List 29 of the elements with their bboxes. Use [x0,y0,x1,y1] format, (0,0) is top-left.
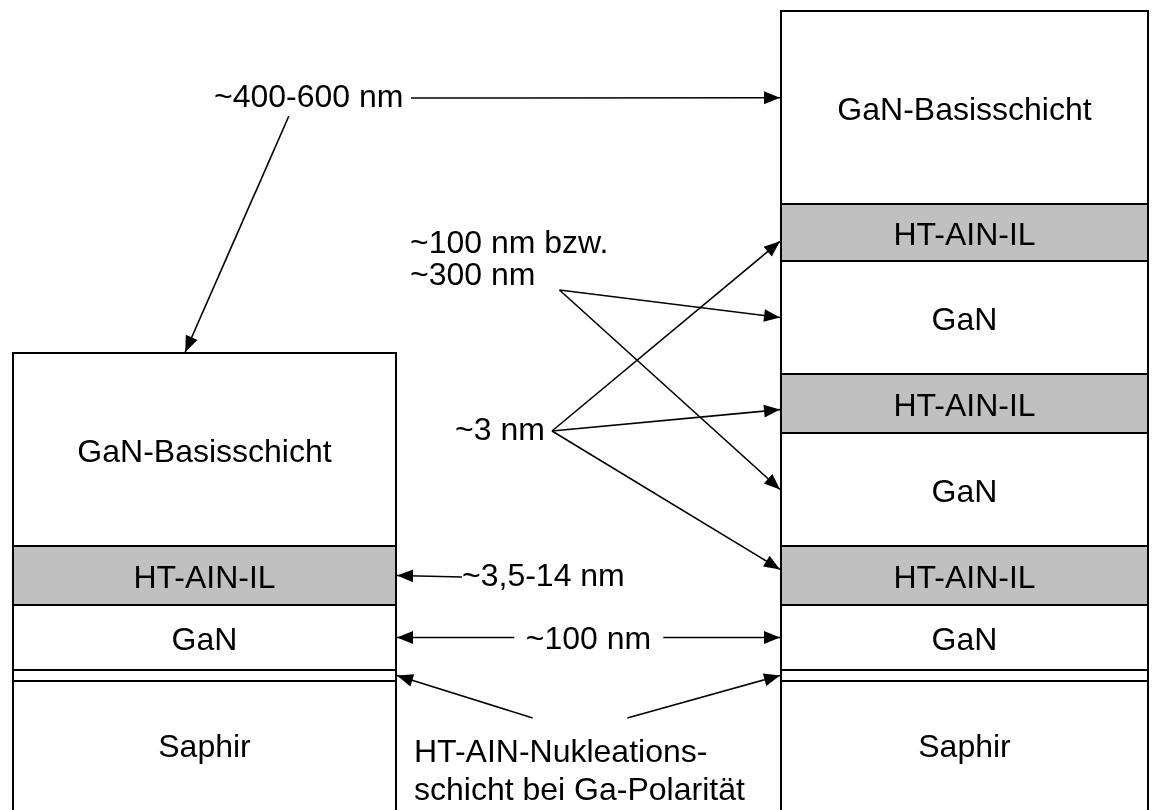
dimension-label: ~400-600 nm [214,80,405,112]
layer-label: GaN [931,619,998,659]
arrow [184,115,290,353]
layer-box [12,680,397,810]
dimension-label: ~100 nm bzw. ~300 nm [410,226,610,290]
layer-label: HT-AIN-IL [133,557,276,597]
dimension-label: HT-AIN-Nukleations- schicht bei Ga-Polarität [414,732,746,808]
layer-label: GaN-Basisschicht [837,89,1092,129]
layer-label: Saphir [158,727,251,766]
layer-label: GaN [931,299,998,339]
layer-box [780,680,1149,810]
arrow [396,674,534,719]
arrow [396,569,463,583]
arrow [551,240,781,432]
layer-label: GaN [931,471,998,511]
dimension-label: ~3 nm [455,413,546,445]
layer-label: GaN [171,619,238,659]
layer-label: HT-AIN-IL [893,385,1036,425]
layer-label: Saphir [918,727,1011,766]
layer-label: GaN-Basisschicht [77,431,332,471]
layer-label: HT-AIN-IL [893,214,1036,254]
layer-label: HT-AIN-IL [893,557,1036,597]
arrow [551,430,781,571]
arrow [410,91,781,105]
arrow [551,404,781,432]
dimension-label: ~3,5-14 nm [462,559,626,591]
arrow [558,289,781,491]
arrow [558,289,781,322]
arrow [626,673,781,719]
